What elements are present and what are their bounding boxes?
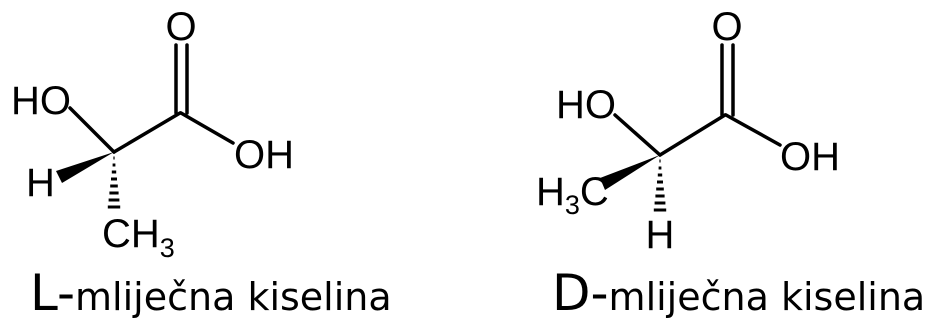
bond-carboxyl-to-oh-l <box>179 111 235 145</box>
bond-ho-to-chiral-l <box>68 106 116 154</box>
hashed-bond-d <box>653 159 667 212</box>
atom-methyl-main-d: H <box>536 170 565 214</box>
atom-hydroxyl-left-d: HO <box>556 83 616 127</box>
bond-chiral-to-carboxyl-d <box>658 113 727 157</box>
molecule-l-lactic-acid: O HO OH H CH3 <box>11 5 294 263</box>
caption-prefix-l: L- <box>30 264 76 322</box>
wedge-bond-d <box>600 155 660 190</box>
atom-wedge-h-l: H <box>26 161 55 205</box>
caption-d-lactic-acid: D-mliječna kiselina <box>552 268 925 318</box>
atom-carbonyl-o-l: O <box>165 5 196 49</box>
atom-hydroxyl-left-l: HO <box>11 79 71 123</box>
bond-set-l <box>68 43 235 154</box>
bond-ho-to-chiral-d <box>613 113 662 157</box>
atom-hydroxyl-right-d: OH <box>780 135 840 179</box>
atom-hydroxyl-right-l: OH <box>234 133 294 177</box>
atom-methyl-d: H3C <box>536 170 609 220</box>
caption-prefix-d: D- <box>552 264 609 322</box>
atom-methyl-subscript-l: 3 <box>160 233 175 263</box>
caption-l-lactic-acid: L-mliječna kiselina <box>30 268 392 318</box>
atom-hash-h-d: H <box>646 213 675 257</box>
bond-carboxyl-to-oh-d <box>724 113 782 147</box>
wedge-bond-l <box>56 152 114 183</box>
atom-methyl-main-l: CH <box>102 212 160 256</box>
bond-chiral-to-carboxyl-l <box>112 111 182 154</box>
caption-name-l: mliječna kiselina <box>75 275 392 319</box>
atom-methyl-l: CH3 <box>102 212 175 263</box>
bond-set-d <box>613 43 782 157</box>
molecule-d-lactic-acid: O HO OH H3C H <box>536 5 840 257</box>
atom-carbonyl-o-d: O <box>711 5 742 49</box>
caption-name-d: mliječna kiselina <box>608 275 926 319</box>
atom-methyl-tail-d: C <box>580 170 609 214</box>
hashed-bond-l <box>107 156 121 209</box>
atom-methyl-subscript-d: 3 <box>565 190 580 220</box>
